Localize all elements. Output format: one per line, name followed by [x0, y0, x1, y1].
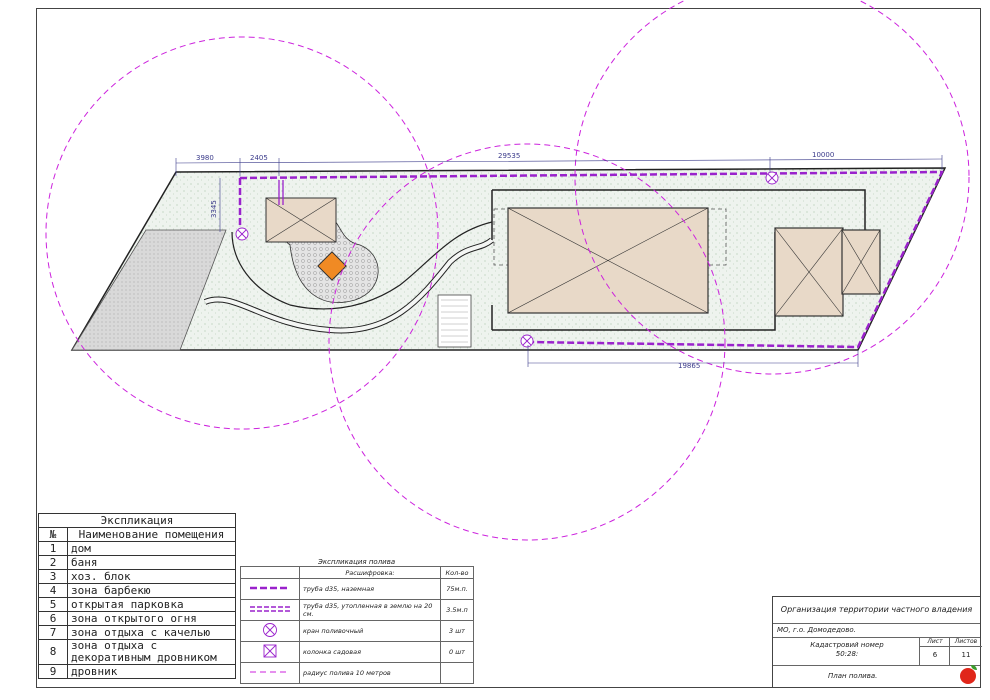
- plan-name: План полива.: [828, 672, 878, 680]
- irrigation-radius-3: [574, 0, 970, 375]
- explication-title: Экспликация: [38, 513, 236, 528]
- location: МО, г.о. Домодедово.: [773, 623, 980, 638]
- site-plan: 3980 2405 29535 10000 3345 19865: [45, 0, 970, 541]
- pipe-buried-icon: [250, 606, 290, 612]
- bbq-grill: [317, 251, 347, 281]
- radius-icon: [250, 671, 290, 673]
- leaf-icon: [971, 665, 977, 670]
- sheet-label: Лист: [920, 637, 950, 647]
- organization: Организация территории частного владения: [773, 597, 980, 624]
- cadastral-value: 50:28:: [835, 650, 859, 658]
- name-header: Наименование помещения: [67, 527, 236, 542]
- dim-6: 19865: [678, 362, 700, 370]
- dim-3: 29535: [498, 152, 520, 160]
- num-header: №: [38, 527, 68, 542]
- apple-logo-icon: [960, 668, 976, 684]
- title-block: Организация территории частного владения…: [772, 596, 982, 688]
- woodshed: [437, 294, 472, 348]
- valve-3: [765, 171, 779, 185]
- legend-row: труба d35, утопленная в землю на 20 см.3…: [240, 599, 474, 621]
- valve-1: [235, 227, 249, 241]
- dim-1: 3980: [196, 154, 214, 162]
- irrigation-radius-2: [328, 143, 726, 541]
- irrigation-legend-title: Экспликация полива: [318, 558, 396, 566]
- garden-column-icon: [263, 644, 277, 658]
- parking-area: [71, 229, 227, 351]
- legend-desc-header: Расшифровка:: [299, 566, 441, 579]
- pipe-surface: [239, 170, 944, 349]
- valve-2: [520, 334, 534, 348]
- pipe-surface-icon: [250, 586, 290, 590]
- dim-4: 10000: [812, 151, 834, 159]
- pipe-buried: [278, 180, 284, 205]
- sheets-label: Листов: [950, 637, 982, 647]
- dim-2: 2405: [250, 154, 268, 162]
- legend-qty-header: Кол-во: [440, 566, 474, 579]
- irrigation-radius-1: [45, 36, 439, 430]
- dim-5: 3345: [210, 200, 218, 218]
- cadastral-label: Кадастровий номер: [810, 641, 884, 649]
- legend-row: радиус полива 10 метров: [240, 662, 474, 684]
- valve-icon: [263, 623, 277, 637]
- sheets-total: 11: [961, 651, 971, 659]
- house-pad: [492, 189, 866, 232]
- drawing-sheet-frame: [36, 8, 981, 688]
- sheet-number: 6: [932, 651, 938, 659]
